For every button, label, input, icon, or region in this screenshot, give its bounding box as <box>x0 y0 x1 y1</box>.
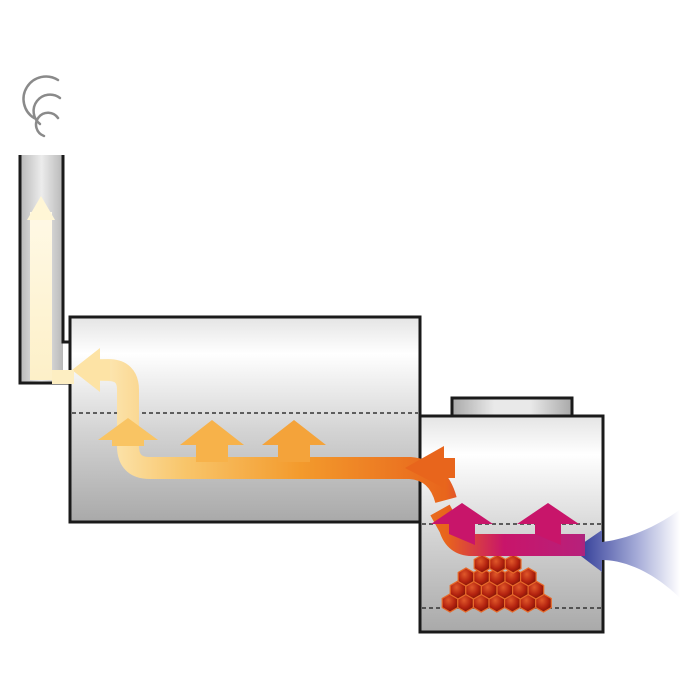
ember-coal <box>504 554 522 574</box>
up-arrow-icon <box>431 503 493 545</box>
up-arrow-icon <box>98 418 158 446</box>
ember-coal <box>519 567 537 587</box>
ember-coal <box>473 554 491 574</box>
up-arrow-icon <box>262 420 326 462</box>
flow-arrowhead-icon <box>72 348 110 392</box>
ember-coal <box>489 554 506 574</box>
up-arrow-icon <box>517 503 579 545</box>
firebox-heat-arrows <box>431 503 579 545</box>
air-intake-arrow-icon <box>573 508 682 600</box>
flow-arrowhead-icon <box>405 446 455 488</box>
chimney-flow-arrow <box>27 196 74 384</box>
up-arrow-icon <box>27 196 55 220</box>
smoke-puffs-icon <box>22 75 62 138</box>
ember-coal <box>457 567 475 587</box>
up-arrow-icon <box>180 420 244 462</box>
chamber-heat-arrows <box>98 418 326 462</box>
